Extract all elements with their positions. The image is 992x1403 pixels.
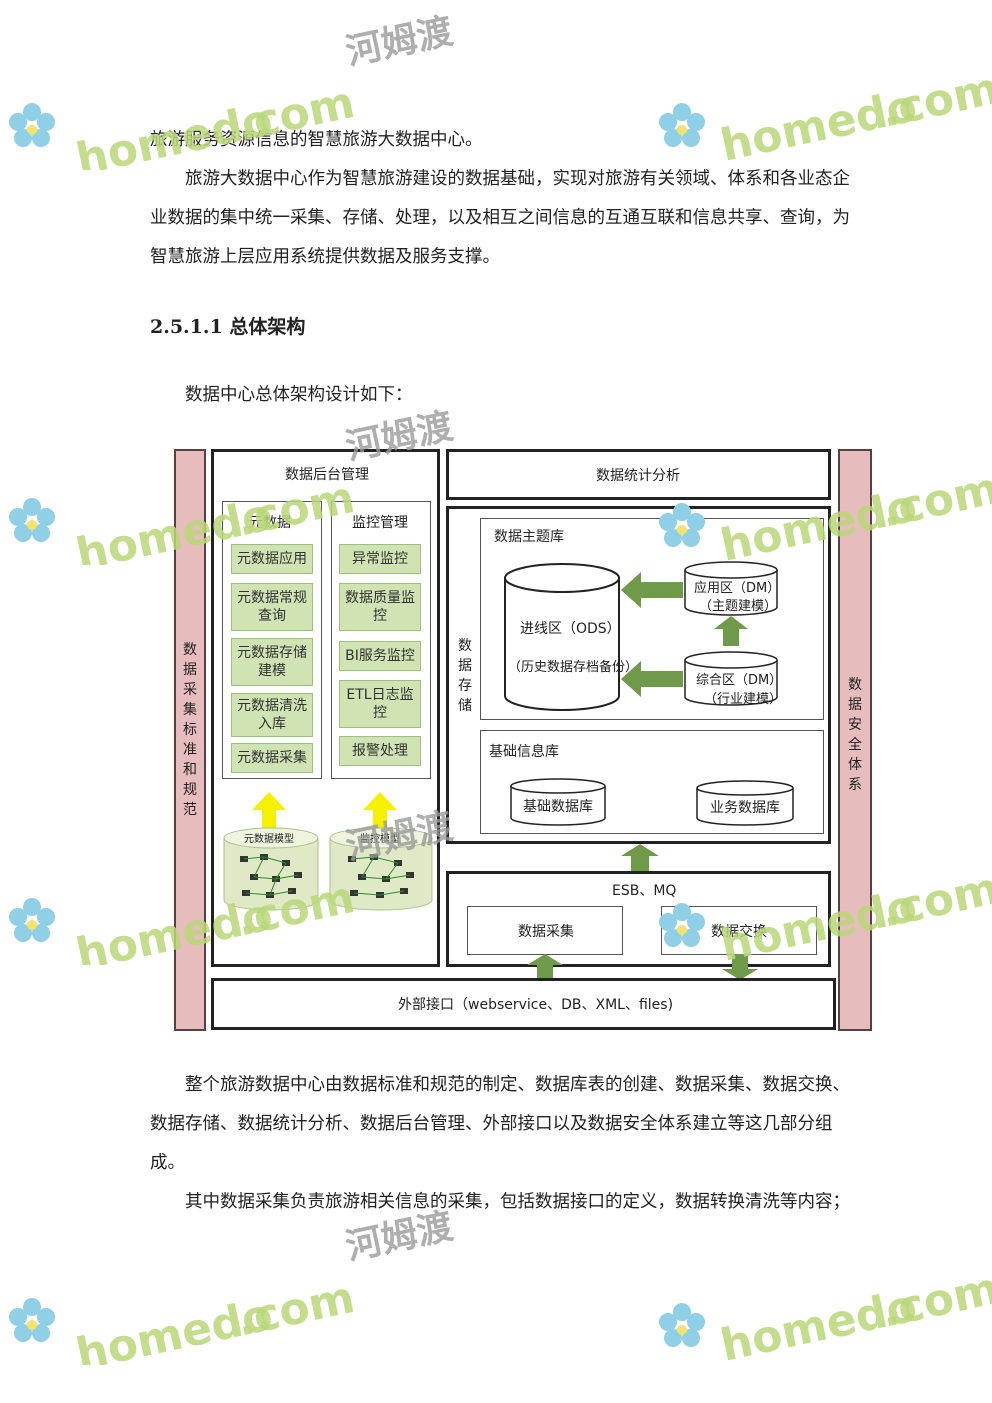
monitor-title: 监控管理 — [352, 515, 408, 531]
app-zone-cylinder — [684, 561, 778, 616]
monitor-up-arrow — [363, 792, 397, 832]
stats-analysis-box — [446, 449, 831, 500]
app-zone-label-2: （主题建模） — [699, 599, 778, 614]
right-security-bar — [838, 449, 872, 1031]
monitor-item-5: 报警处理 — [339, 736, 421, 766]
stats-analysis-label: 数据统计分析 — [596, 468, 680, 484]
comp-zone-label-2: （行业建模） — [704, 692, 783, 707]
meta-item-2: 元数据常规查询 — [231, 583, 313, 631]
app-zone-label-1: 应用区（DM） — [694, 581, 781, 596]
esb-to-storage-arrow — [621, 844, 659, 872]
paragraph-2: 整个旅游数据中心由数据标准和规范的制定、数据库表的创建、数据采集、数据交换、数据… — [150, 1075, 850, 1173]
comp-zone-label-1: 综合区（DM） — [696, 673, 783, 688]
collect-label: 数据采集 — [518, 924, 574, 940]
collect-box — [467, 906, 623, 955]
left-standard-bar — [174, 449, 206, 1031]
watermark-7-suffix: .com — [232, 1272, 359, 1347]
watermark-2-suffix: .com — [877, 63, 992, 138]
exchange-label: 数据交换 — [711, 924, 767, 940]
comp-to-app-arrow — [714, 616, 748, 646]
exchange-to-external-arrow — [722, 954, 758, 980]
comp-zone-cylinder — [684, 651, 778, 706]
right-security-label: 数据安全体系 — [848, 677, 862, 793]
comp-to-ods-arrow — [621, 661, 683, 697]
meta-up-arrow — [252, 792, 286, 832]
base-db-label: 基础数据库 — [523, 799, 593, 815]
section-heading: 2.5.1.1 总体架构 — [150, 316, 306, 338]
biz-db-label: 业务数据库 — [710, 800, 780, 816]
ods-label-2: （历史数据存档备份） — [508, 660, 639, 675]
meta-item-1: 元数据应用 — [231, 544, 313, 574]
watermark-8: homedo .com — [659, 1263, 992, 1370]
base-info-title: 基础信息库 — [489, 744, 559, 760]
meta-item-3: 元数据存储建模 — [231, 638, 313, 686]
external-interface-box — [211, 978, 836, 1030]
storage-label: 数据存储 — [458, 638, 472, 714]
ods-label-1: 进线区（ODS） — [520, 621, 621, 637]
biz-db-cylinder — [696, 780, 794, 826]
monitor-item-3: BI服务监控 — [339, 641, 421, 671]
intro-paragraph: 数据中心总体架构设计如下： — [185, 385, 413, 405]
watermark-7-brand: homedo — [72, 1289, 277, 1365]
theme-db-title: 数据主题库 — [494, 529, 564, 545]
watermark-8-suffix: .com — [877, 1263, 992, 1338]
paragraph-0: 旅游服务资源信息的智慧旅游大数据中心。 — [150, 130, 483, 150]
meta-model-cylinder — [223, 827, 319, 911]
meta-item-5: 元数据采集 — [231, 743, 313, 773]
esb-label: ESB、MQ — [612, 883, 677, 899]
base-db-cylinder — [510, 778, 606, 826]
paragraph-3: 其中数据采集负责旅游相关信息的采集，包括数据接口的定义，数据转换清洗等内容； — [185, 1192, 850, 1212]
left-standard-label: 数据采集标准和规范 — [183, 642, 197, 818]
ods-cylinder — [504, 563, 620, 711]
monitor-model-label: 监控模型 — [360, 834, 400, 845]
app-to-ods-arrow — [621, 572, 683, 608]
meta-model-label: 元数据模型 — [244, 834, 294, 845]
paragraph-1: 旅游大数据中心作为智慧旅游建设的数据基础，实现对旅游有关领域、体系和各业态企业数… — [150, 169, 850, 267]
watermark-8-brand: homedo — [716, 1280, 921, 1370]
watermark-4-suffix: .com — [877, 463, 992, 538]
monitor-model-cylinder — [329, 827, 433, 911]
monitor-item-2: 数据质量监控 — [339, 583, 421, 631]
metadata-title: 元数据 — [249, 515, 291, 531]
monitor-item-1: 异常监控 — [339, 544, 421, 574]
external-interface-label: 外部接口（webservice、DB、XML、files) — [398, 997, 674, 1013]
backend-title: 数据后台管理 — [285, 467, 369, 483]
meta-item-4: 元数据清洗入库 — [231, 693, 313, 737]
watermark-1-cn: 河姆渡 — [342, 11, 456, 74]
monitor-item-4: ETL日志监控 — [339, 680, 421, 728]
watermark-6-suffix: .com — [877, 863, 992, 938]
external-to-collect-arrow — [527, 954, 563, 980]
